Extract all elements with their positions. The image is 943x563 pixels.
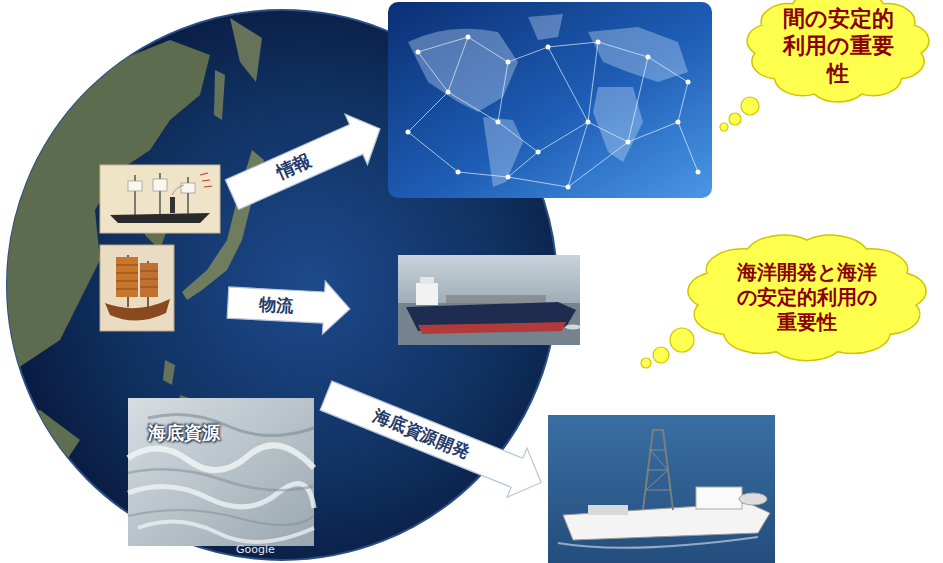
network-map-picture (388, 2, 712, 198)
junk-ship-picture-part (100, 245, 174, 331)
sailing-ship-picture-part (128, 181, 142, 191)
network-map-picture-part (408, 14, 688, 187)
seafloor-picture-part (128, 445, 314, 470)
sailing-ship-picture-part (100, 165, 220, 233)
cargo-ship-picture-part (398, 255, 580, 345)
seafloor-picture (128, 398, 314, 546)
arrow-outline (316, 371, 551, 507)
watermark: Google (236, 543, 275, 556)
land-part (214, 70, 225, 120)
sailing-ship-picture-part (170, 197, 175, 213)
cargo-ship-picture-part (446, 295, 546, 303)
junk-ship-picture-part (116, 265, 158, 289)
junk-ship-picture-part (116, 257, 138, 297)
junk-ship-picture (100, 245, 174, 331)
cargo-ship-picture-part (398, 303, 580, 345)
network-map-picture-part (388, 2, 712, 198)
network-map-picture-part-part (536, 150, 541, 155)
callout-bubbles-part (641, 358, 651, 368)
sailing-ship-picture-part (200, 173, 212, 187)
network-map-picture-part-part (696, 170, 701, 175)
network-map-picture-part-part (593, 87, 643, 162)
network-map-picture-part-part (406, 130, 411, 135)
junk-ship-picture-part (140, 263, 158, 297)
network-map-picture-part-part (496, 120, 501, 125)
land-part (163, 360, 175, 385)
junk-ship-picture-part (105, 299, 170, 321)
sailing-ship-picture (100, 165, 220, 233)
network-map-picture-part (408, 37, 698, 187)
arrow-outline (221, 104, 391, 220)
callout-text: 間の安定的 利用の重要 性 (776, 5, 899, 88)
network-map-picture-part-part (506, 175, 511, 180)
arrow-label: 物流 (258, 294, 293, 317)
land-part (0, 410, 80, 482)
network-map-picture-part-part (586, 120, 591, 125)
callout-bubbles-part (741, 97, 759, 115)
network-map-picture-part-part (626, 140, 631, 145)
sailing-ship-picture-part (172, 185, 184, 195)
drilling-ship-picture-part (739, 493, 767, 505)
network-map-picture-part-part (506, 60, 511, 65)
cargo-ship-picture-part (418, 322, 566, 334)
drilling-ship-picture-part (588, 505, 628, 515)
network-map-picture-part-part (676, 120, 681, 125)
cloud-outline (688, 235, 926, 361)
drilling-ship-picture-part (558, 537, 758, 548)
cloud-outline (747, 0, 929, 102)
network-map-picture-part-part (686, 80, 691, 85)
sailing-ship-picture-part (153, 179, 167, 191)
seafloor-picture-part (128, 483, 314, 508)
region-label: 海底資源 (148, 422, 220, 445)
cargo-ship-picture-part (416, 283, 438, 305)
network-map-picture-part-part (446, 90, 451, 95)
arrow-outline (227, 276, 352, 335)
network-map-picture-part-part (646, 55, 651, 60)
callout-bubbles-part (670, 328, 694, 352)
network-map-picture-part-part (566, 185, 571, 190)
callout-bubbles-part (653, 347, 669, 363)
drilling-ship-picture (548, 415, 775, 563)
callout-bubbles-part (729, 113, 741, 125)
network-map-picture-part (406, 35, 701, 190)
block-arrow: 海底資源開発 (316, 371, 551, 507)
drilling-ship-picture-part (696, 487, 742, 509)
block-arrow: 物流 (227, 276, 352, 335)
seafloor-picture-part (128, 398, 314, 546)
network-map-picture-part-part (588, 27, 688, 82)
seafloor-picture-part (128, 469, 314, 490)
seafloor-region: 海底資源 (128, 398, 314, 546)
network-map-picture-part-part (528, 14, 563, 40)
drilling-ship-picture-part (548, 415, 775, 563)
seafloor-picture-part (128, 510, 314, 525)
cargo-ship-picture-part (565, 325, 581, 330)
land-part (230, 18, 262, 82)
network-map-picture-part-part (546, 45, 551, 50)
drilling-ship-picture-part (643, 430, 673, 510)
callout-cloud: 間の安定的 利用の重要 性 (738, 0, 938, 112)
network-map-picture-part-part (596, 40, 601, 45)
drilling-ship-picture-part (646, 450, 670, 490)
cargo-ship-picture-part (420, 277, 434, 284)
sailing-ship-picture-part (187, 177, 188, 215)
network-map-picture-part-part (416, 50, 421, 55)
block-arrow: 情報 (221, 104, 391, 220)
callout-cloud: 海洋開発と海洋 の安定的利用の 重要性 (676, 222, 938, 372)
callout-bubbles-part (720, 123, 728, 131)
cargo-ship-picture (398, 255, 581, 345)
sailing-ship-picture-part (181, 183, 195, 193)
callout-text: 海洋開発と海洋 の安定的利用の 重要性 (731, 260, 883, 335)
network-map-picture-part-part (456, 170, 461, 175)
network-map-picture-part-part (466, 35, 471, 40)
